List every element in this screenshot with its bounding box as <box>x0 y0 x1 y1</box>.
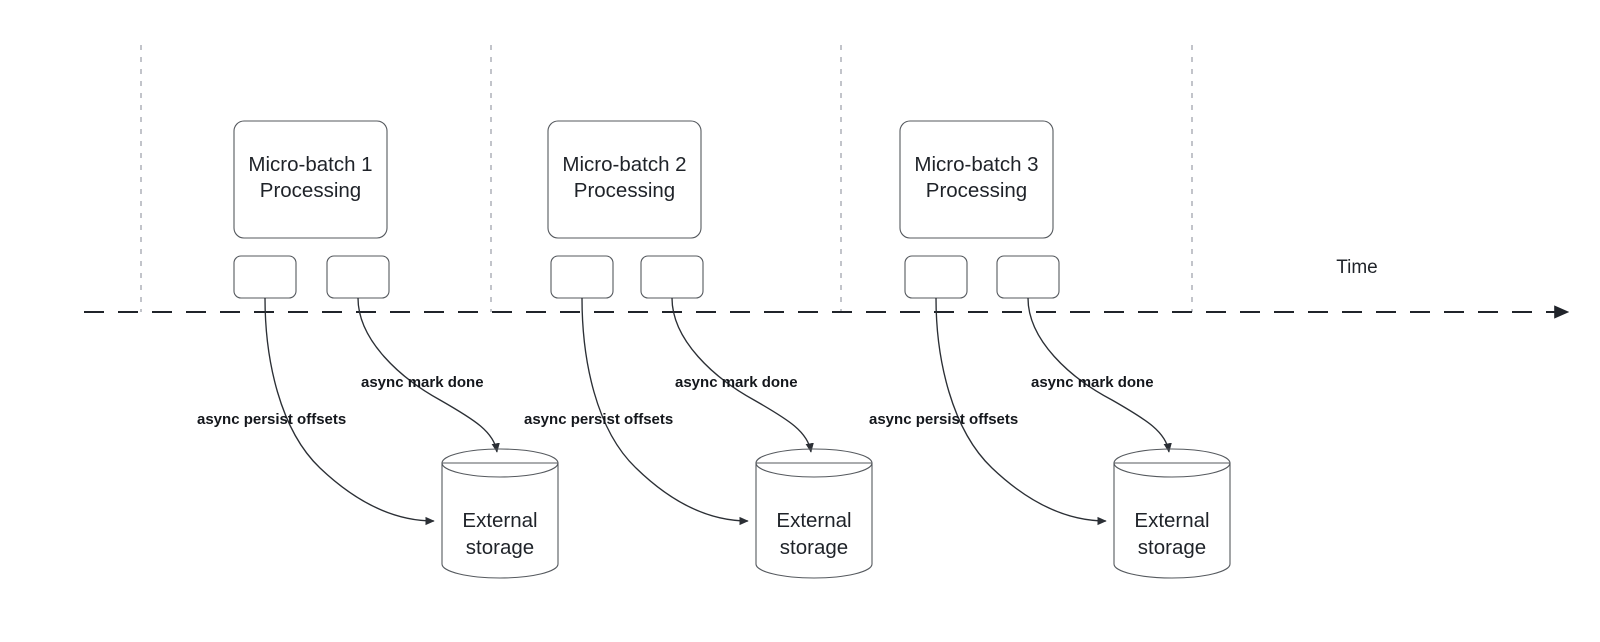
group-3-async-persist-offsets-label: async persist offsets <box>869 411 1018 428</box>
group-2-mark-done-marker[interactable] <box>640 255 704 299</box>
group-2-storage-label-line2: storage <box>780 536 848 559</box>
group-1-async-persist-offsets-curve <box>264 297 435 526</box>
group-3-storage-label-line1: External <box>1134 509 1209 532</box>
group-1-async-persist-offsets-label: async persist offsets <box>197 411 346 428</box>
group-3-mark-done-marker[interactable] <box>996 255 1060 299</box>
group-3-async-mark-done-curve <box>1027 297 1172 453</box>
group-1-storage-label-line2: storage <box>466 536 534 559</box>
group-3-external-storage[interactable] <box>1113 448 1231 579</box>
group-3-async-mark-done-label: async mark done <box>1031 374 1154 391</box>
group-1-storage-label-line1: External <box>462 509 537 532</box>
micro-batch-2-label-line1: Micro-batch 2 <box>562 153 686 176</box>
group-3: Micro-batch 3 Processing async persist o… <box>869 120 1231 579</box>
group-2-async-mark-done-curve <box>671 297 814 453</box>
group-1-async-mark-done-curve <box>357 297 500 453</box>
time-axis-label: Time <box>1336 257 1378 278</box>
time-axis: Time <box>84 257 1570 319</box>
group-1-mark-done-marker[interactable] <box>326 255 390 299</box>
group-3-storage-label-line2: storage <box>1138 536 1206 559</box>
micro-batch-2-box[interactable] <box>547 120 702 239</box>
micro-batch-1-box[interactable] <box>233 120 388 239</box>
group-3-async-persist-offsets-curve <box>935 297 1107 526</box>
group-1: Micro-batch 1 Processing async persist o… <box>197 120 559 579</box>
micro-batch-2-label-line2: Processing <box>574 179 675 202</box>
group-3-offset-commit-marker[interactable] <box>904 255 968 299</box>
group-2-external-storage[interactable] <box>755 448 873 579</box>
group-2-offset-commit-marker[interactable] <box>550 255 614 299</box>
micro-batch-1-label-line2: Processing <box>260 179 361 202</box>
group-2-storage-label-line1: External <box>776 509 851 532</box>
group-1-async-mark-done-label: async mark done <box>361 374 484 391</box>
group-1-external-storage[interactable] <box>441 448 559 579</box>
group-2-async-persist-offsets-curve <box>581 297 749 526</box>
boundary-tick-lines <box>140 45 1193 312</box>
micro-batch-1-label-line1: Micro-batch 1 <box>248 153 372 176</box>
micro-batch-3-label-line2: Processing <box>926 179 1027 202</box>
micro-batch-3-box[interactable] <box>899 120 1054 239</box>
micro-batch-3-label-line1: Micro-batch 3 <box>914 153 1038 176</box>
group-2-async-persist-offsets-label: async persist offsets <box>524 411 673 428</box>
group-2-async-mark-done-label: async mark done <box>675 374 798 391</box>
group-2: Micro-batch 2 Processing async persist o… <box>524 120 873 579</box>
group-1-offset-commit-marker[interactable] <box>233 255 297 299</box>
